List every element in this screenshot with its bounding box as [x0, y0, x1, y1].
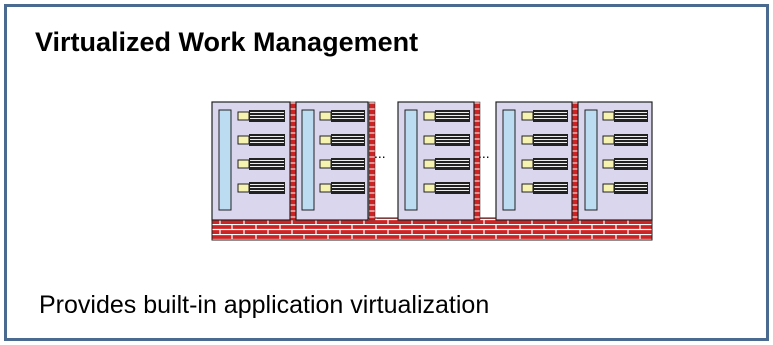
rack-vertical-bar [502, 109, 516, 211]
rack-vertical-bar [301, 109, 315, 211]
rack-slot [602, 110, 648, 122]
panel: Virtualized Work Management ... ... [4, 4, 769, 341]
panel-title: Virtualized Work Management [35, 27, 419, 57]
rack-slot [319, 158, 365, 170]
rack-slot [319, 182, 365, 194]
rack-slot [521, 158, 568, 170]
rack-vertical-bar [584, 109, 598, 211]
rack-slot [521, 110, 568, 122]
rack-slot [521, 134, 568, 146]
rack-slot [602, 134, 648, 146]
ellipsis-glyph: ... [478, 145, 490, 161]
rack-slot [602, 158, 648, 170]
rack-slot [423, 134, 470, 146]
panel-caption: Provides built-in application virtualiza… [39, 291, 490, 319]
rack-slot [237, 110, 285, 122]
rack-slot [319, 110, 365, 122]
server-rack [397, 101, 475, 221]
server-cluster-diagram: ... ... [211, 101, 653, 241]
rack-slot [319, 134, 365, 146]
rack-slot [423, 110, 470, 122]
rack-vertical-bar [404, 109, 418, 211]
firewall-brick-wall [211, 217, 653, 241]
rack-slot [602, 182, 648, 194]
firewall-separator [473, 101, 481, 221]
firewall-separator [289, 101, 297, 221]
rack-slot [423, 182, 470, 194]
rack-slot [521, 182, 568, 194]
rack-vertical-bar [218, 109, 232, 211]
server-rack [495, 101, 573, 221]
server-rack [577, 101, 653, 221]
rack-slot [237, 134, 285, 146]
rack-slot [237, 182, 285, 194]
server-rack [211, 101, 291, 221]
rack-slot [423, 158, 470, 170]
firewall-separator [368, 101, 376, 221]
ellipsis-glyph: ... [374, 145, 386, 161]
server-rack [295, 101, 369, 221]
firewall-separator [571, 101, 579, 221]
rack-slot [237, 158, 285, 170]
